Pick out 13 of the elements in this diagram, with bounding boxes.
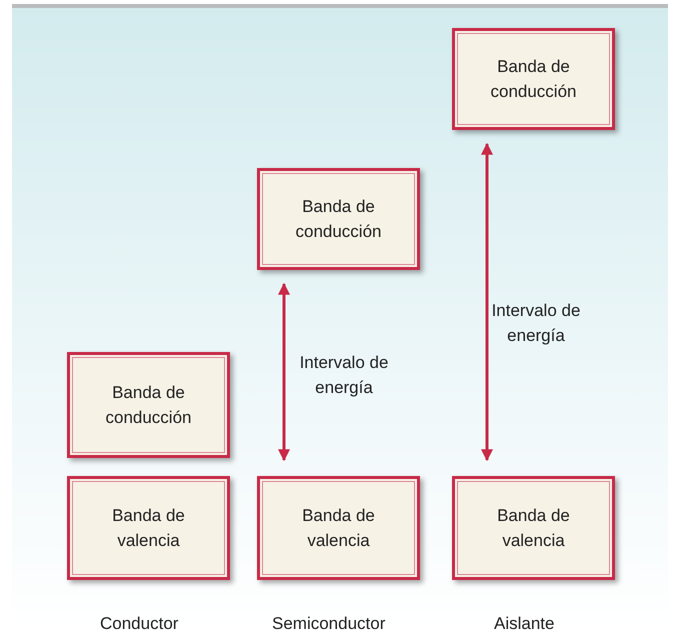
edge-label: Intervalo de energía — [490, 300, 582, 347]
column-caption: Conductor — [100, 614, 178, 634]
double-arrow — [481, 142, 493, 462]
energy-band-box: Banda de conducción — [67, 352, 230, 458]
energy-band-box: Banda de conducción — [257, 168, 420, 270]
energy-band-box: Banda de valencia — [257, 476, 420, 580]
energy-band-box: Banda de conducción — [452, 28, 615, 130]
column-caption: Aislante — [494, 614, 554, 634]
energy-band-box: Banda de valencia — [452, 476, 615, 580]
double-arrow — [278, 282, 290, 462]
column-caption: Semiconductor — [272, 614, 386, 634]
edge-label: Intervalo de energía — [298, 352, 390, 399]
energy-band-box: Banda de valencia — [67, 476, 230, 580]
